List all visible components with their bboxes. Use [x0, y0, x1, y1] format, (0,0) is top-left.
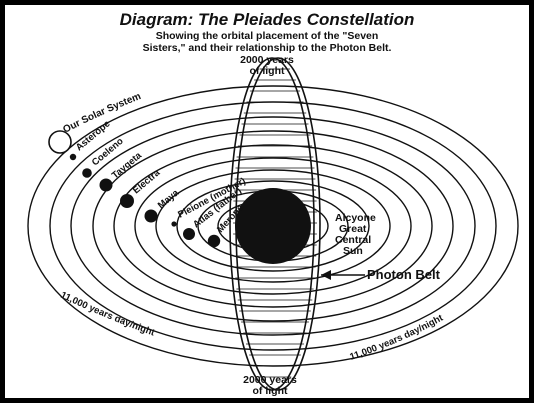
- central-sun-label-2: Great: [339, 223, 367, 235]
- orbit-ring: [134, 157, 412, 295]
- star-label-5: Maya: [156, 187, 182, 211]
- star-3: [99, 178, 113, 192]
- pleiades-diagram: Diagram: The Pleiades Constellation Show…: [27, 10, 519, 397]
- bottom-label-line-1: 2000 years: [243, 374, 297, 386]
- orbit-ring: [176, 180, 370, 272]
- star-label-3: Taygeta: [110, 150, 145, 182]
- star-5: [144, 209, 158, 223]
- subtitle-line-2: Sisters," and their relationship to the …: [143, 42, 392, 54]
- seven-sisters-stars: AsteropeCoelenoTaygetaElectraMayaPleione…: [69, 118, 248, 248]
- diagram-title: Diagram: The Pleiades Constellation: [120, 10, 415, 29]
- orbit-ring: [92, 130, 454, 322]
- star-7: [183, 228, 195, 240]
- orbit-ring: [113, 144, 433, 308]
- photon-belt-arrow: [321, 270, 365, 280]
- top-label-line-2: of light: [250, 65, 285, 77]
- diagram-canvas: Diagram: The Pleiades Constellation Show…: [5, 5, 529, 398]
- right-cycle-label: 11,000 years day/night: [348, 312, 445, 363]
- top-label-line-1: 2000 years: [240, 54, 294, 66]
- right-cycle-label-path: 11,000 years day/night: [348, 312, 445, 363]
- our-solar-system-circle: [48, 130, 72, 154]
- star-1: [69, 153, 77, 161]
- star-4: [120, 194, 134, 208]
- star-label-4: Electra: [131, 167, 163, 196]
- central-sun-label-4: Sun: [343, 245, 363, 257]
- bottom-label-line-2: of light: [253, 385, 288, 397]
- photon-belt-left-edge: [229, 57, 315, 391]
- star-8: [207, 234, 221, 248]
- star-2: [82, 168, 92, 178]
- photon-belt-label: Photon Belt: [367, 267, 441, 282]
- central-sun-label-1: Alcyone: [335, 212, 376, 224]
- orbit-ring: [155, 169, 391, 283]
- left-cycle-label: 11,000 years day/night: [59, 290, 157, 339]
- orbit-ring: [70, 116, 476, 336]
- alcyone-central-sun: [235, 188, 311, 264]
- left-cycle-label-path: 11,000 years day/night: [59, 290, 157, 339]
- star-6: [171, 221, 177, 227]
- central-sun-label-3: Central: [335, 234, 371, 246]
- subtitle-line-1: Showing the orbital placement of the "Se…: [156, 30, 379, 42]
